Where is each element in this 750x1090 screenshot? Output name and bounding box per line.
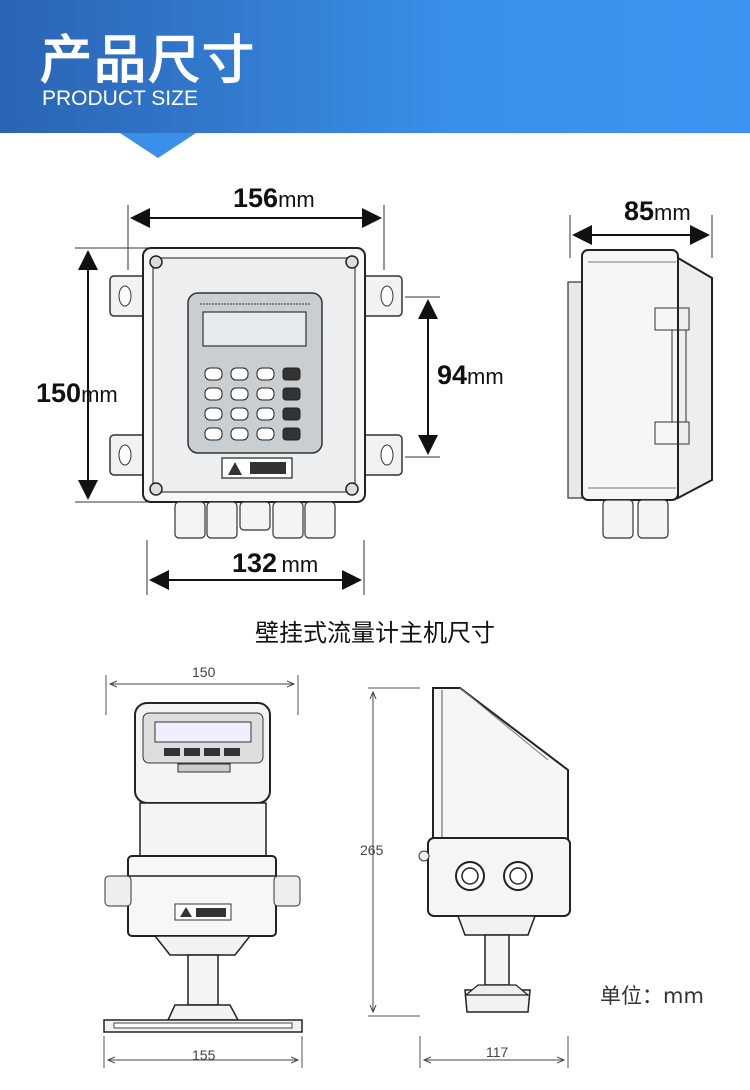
height-dimension-label: 150mm (36, 378, 118, 408)
width-dimension-label: 156mm (233, 183, 315, 213)
depth-dimension-label: 85mm (624, 196, 691, 226)
header-banner (0, 0, 750, 133)
pipe-mount-side-view (368, 687, 571, 1068)
page-title: 产品尺寸 (40, 31, 257, 91)
pipe-bottom-width-label: 155 (192, 1047, 216, 1063)
banner-notch (120, 133, 196, 158)
wall-mount-caption: 壁挂式流量计主机尺寸 (255, 619, 495, 647)
pipe-height-label: 265 (360, 842, 384, 858)
wall-mount-side-view (567, 215, 713, 539)
unit-label: 单位：mm (600, 984, 704, 1008)
pipe-top-width-label: 150 (192, 664, 216, 680)
pipe-depth-label: 117 (486, 1044, 509, 1060)
wall-mount-front-view (75, 205, 440, 595)
mount-spacing-dimension-label: 94mm (437, 360, 504, 390)
base-width-dimension-label: 132 mm (232, 548, 319, 578)
page-subtitle: PRODUCT SIZE (42, 87, 198, 110)
pipe-mount-front-view (103, 675, 303, 1068)
